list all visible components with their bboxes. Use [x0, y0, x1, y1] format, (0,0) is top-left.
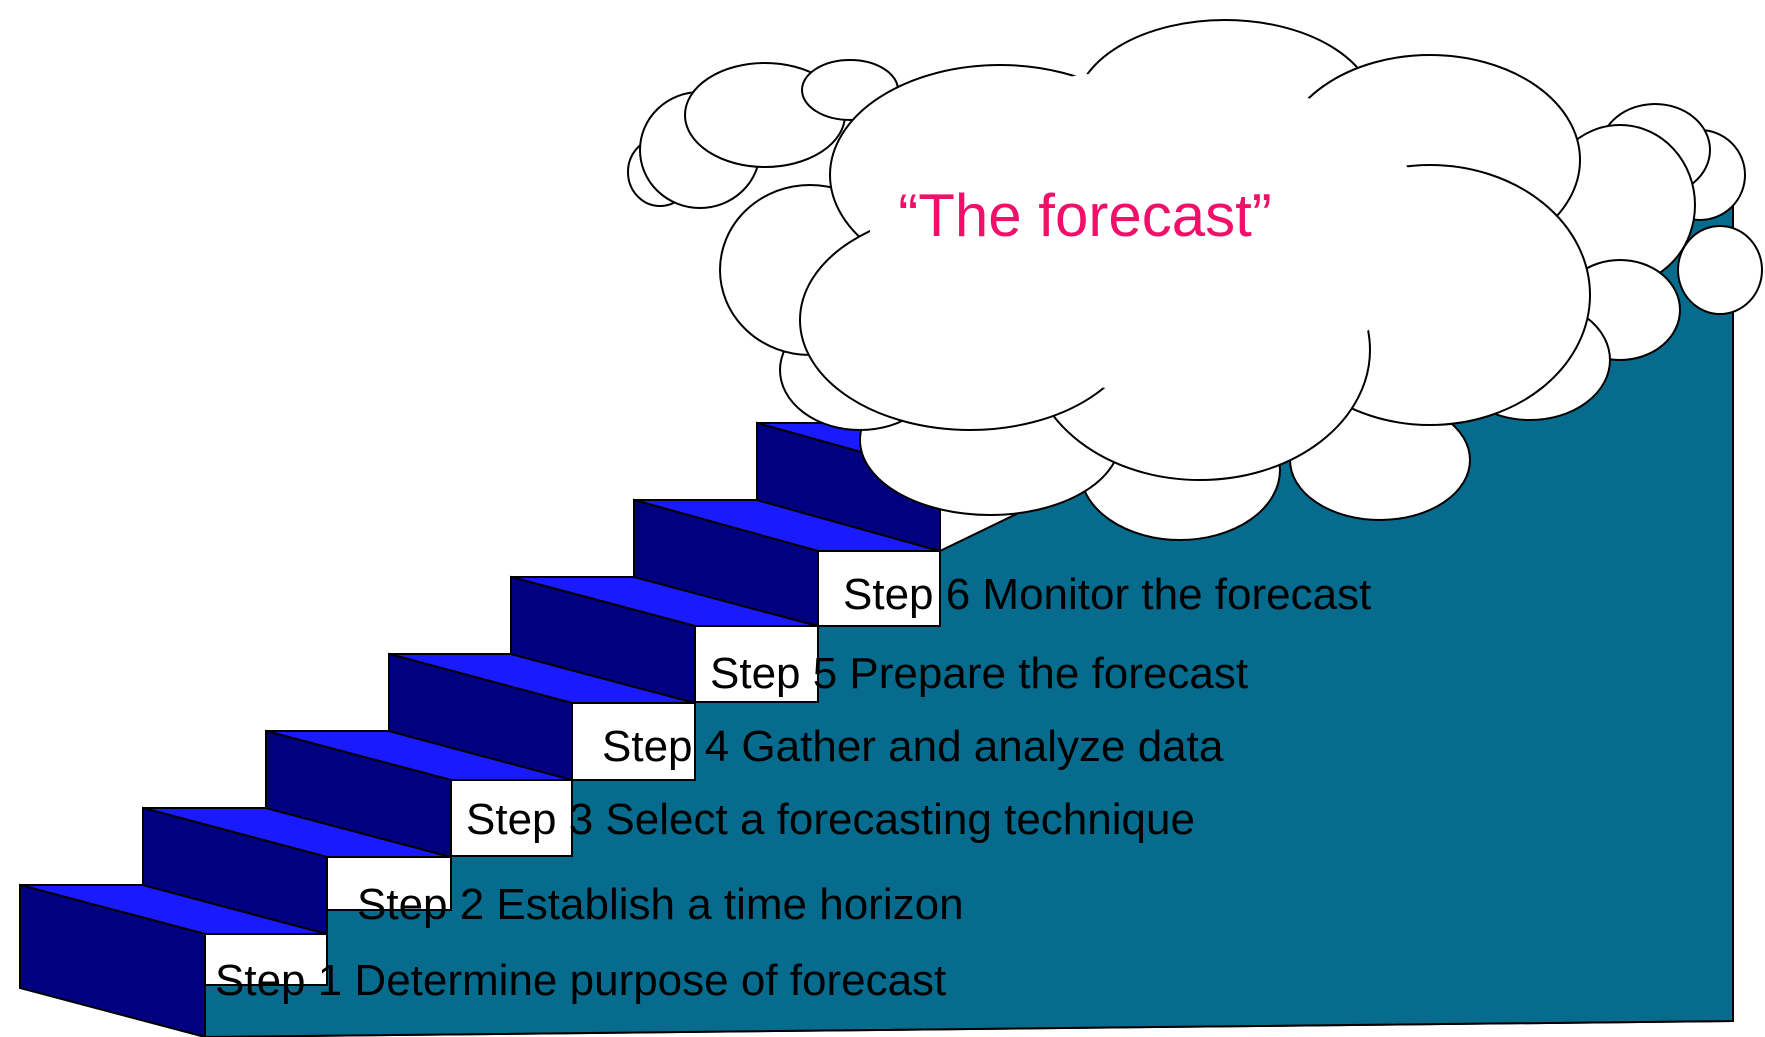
step-6-block	[633, 498, 941, 628]
step-3-label: Step 3 Select a forecasting technique	[466, 795, 1195, 844]
step-2-riser	[142, 806, 328, 936]
step-4-riser	[388, 652, 573, 782]
cloud-title: “The forecast”	[898, 182, 1271, 249]
step-1-riser	[19, 883, 206, 1037]
step-2-label: Step 2 Establish a time horizon	[357, 880, 964, 929]
step-5-riser	[510, 575, 696, 705]
step-6-label: Step 6 Monitor the forecast	[843, 570, 1371, 619]
step-6-riser	[633, 498, 819, 628]
step-5-label: Step 5 Prepare the forecast	[710, 649, 1248, 698]
step-3-riser	[265, 729, 452, 859]
step-4-label: Step 4 Gather and analyze data	[602, 722, 1224, 771]
step-2-block	[142, 806, 452, 936]
step-1-label: Step 1 Determine purpose of forecast	[215, 956, 946, 1005]
cloud	[627, 19, 1763, 541]
